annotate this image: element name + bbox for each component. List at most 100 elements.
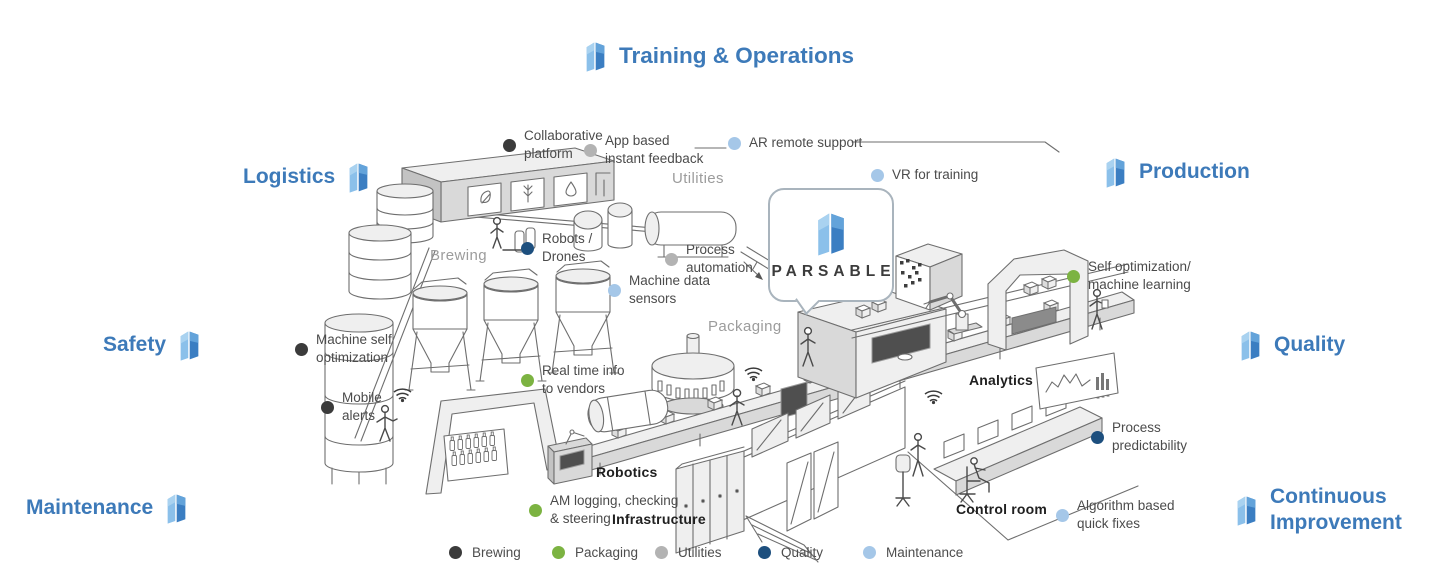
parsable-flag-icon [1241, 331, 1260, 361]
callout-machine-data-sensors: Machine data sensors [608, 272, 710, 308]
category-dot-brewing [503, 138, 516, 152]
wifi-icon [744, 367, 763, 382]
parsable-flag-icon [180, 331, 199, 361]
callout-am-logging-checking-steering: AM logging, checking & steering [529, 492, 678, 528]
area-label-brewing: Brewing [430, 247, 487, 264]
callout-self-optimization-machine-learning: Self optimization/ machine learning [1067, 258, 1191, 294]
section-label-text: Quality [1274, 333, 1346, 357]
wifi-icon [393, 388, 412, 403]
area-label-control-room: Control room [956, 501, 1048, 517]
operator-standing [910, 432, 926, 477]
callout-label: App based instant feedback [605, 133, 704, 167]
robot-cart [547, 429, 593, 485]
parsable-flag-icon [818, 213, 844, 255]
stairs [745, 515, 819, 563]
parsable-wordmark: PARSABLE [771, 262, 896, 280]
worker-figure [800, 326, 816, 367]
operator-seated [959, 457, 990, 503]
callout-mobile-alerts: Mobile alerts [321, 389, 382, 425]
callout-label: Collaborative platform [524, 128, 603, 162]
hops-icon [480, 190, 491, 204]
callout-label: Self optimization/ machine learning [1088, 259, 1191, 293]
infrastructure-lockers [675, 446, 745, 554]
parsable-flag-icon [167, 494, 186, 524]
callout-label: Algorithm based quick fixes [1077, 498, 1175, 532]
callout-collaborative-platform: Collaborative platform [503, 127, 603, 163]
section-label-logistics: Logistics [243, 161, 371, 193]
callout-label: Machine self optimization [316, 332, 392, 366]
warehouse [401, 147, 615, 223]
callout-app-based-instant-feedback: App based instant feedback [584, 132, 703, 168]
callout-label: VR for training [892, 167, 979, 182]
tanker [587, 389, 669, 433]
worker-figure [729, 388, 745, 426]
robot-arm [923, 292, 983, 335]
section-label-safety: Safety [103, 329, 202, 361]
section-label-text: Production [1139, 160, 1250, 184]
worker-figure [1089, 288, 1109, 330]
callout-label: Process automation [686, 242, 753, 276]
factory-illustration [324, 141, 1139, 563]
legend-item-utilities: Utilities [655, 545, 722, 560]
area-label-analytics: Analytics [969, 372, 1034, 388]
callout-label: Robots / Drones [542, 231, 593, 265]
category-dot-quality [521, 241, 534, 255]
fermenter [547, 260, 619, 374]
robotics-gantry [425, 388, 562, 495]
legend-item-packaging: Packaging [552, 545, 638, 560]
callout-label: Real time info to vendors [542, 363, 625, 397]
category-dot-maintenance [608, 283, 621, 297]
legend-label: Utilities [678, 545, 722, 560]
section-label-training-operations: Training & Operations [583, 40, 854, 72]
callout-process-automation: Process automation [665, 241, 753, 277]
callout-ar-remote-support: AR remote support [728, 134, 862, 152]
legend-dot-utilities [655, 546, 668, 559]
category-dot-packaging [521, 373, 534, 387]
utilities-machinery [573, 172, 820, 297]
callout-label: Machine data sensors [629, 273, 711, 307]
analytics-board [1035, 352, 1119, 410]
facility-wall [697, 377, 906, 563]
area-label-infrastructure: Infrastructure [612, 511, 706, 527]
parsable-flag-icon [349, 163, 368, 193]
callout-label: AM logging, checking & steering [550, 493, 679, 527]
category-dot-packaging [1067, 269, 1080, 283]
callout-robots-drones: Robots / Drones [521, 230, 592, 266]
brew-tanks [324, 183, 436, 485]
legend-dot-quality [758, 546, 771, 559]
parsable-flag-icon [586, 42, 605, 72]
water-drop-icon [565, 181, 577, 197]
legend-dot-maintenance [863, 546, 876, 559]
worker-figure [376, 404, 398, 442]
section-label-text: Safety [103, 333, 167, 357]
legend-dot-packaging [552, 546, 565, 559]
legend-label: Packaging [575, 545, 639, 560]
legend-label: Brewing [472, 545, 521, 560]
category-dot-maintenance [728, 136, 741, 150]
callout-process-predictability: Process predictability [1091, 419, 1187, 455]
section-label-text: Maintenance [26, 496, 154, 520]
parsable-logo-bubble: PARSABLE [768, 188, 894, 302]
callout-label: Mobile alerts [342, 390, 382, 424]
legend-dot-brewing [449, 546, 462, 559]
callout-machine-self-optimization: Machine self optimization [295, 331, 392, 367]
category-dot-brewing [321, 400, 334, 414]
category-dot-utilities [665, 252, 678, 266]
callout-label: AR remote support [749, 135, 863, 150]
leader-lines [694, 141, 1060, 280]
section-label-maintenance: Maintenance [26, 492, 189, 524]
legend-item-maintenance: Maintenance [863, 545, 963, 560]
section-label-text: Continuous Improvement [1270, 485, 1402, 534]
section-label-production: Production [1103, 156, 1250, 188]
callout-vr-for-training: VR for training [871, 166, 978, 184]
category-dot-packaging [529, 503, 542, 517]
case-packer [987, 249, 1089, 351]
callout-algorithm-based-quick-fixes: Algorithm based quick fixes [1056, 497, 1175, 533]
category-dot-brewing [295, 342, 308, 356]
wheat-icon [523, 184, 533, 203]
parsable-flag-icon [1106, 158, 1125, 188]
category-dot-maintenance [1056, 508, 1069, 522]
callout-real-time-info-to-vendors: Real time info to vendors [521, 362, 625, 398]
section-label-quality: Quality [1238, 329, 1345, 361]
legend-label: Quality [781, 545, 824, 560]
